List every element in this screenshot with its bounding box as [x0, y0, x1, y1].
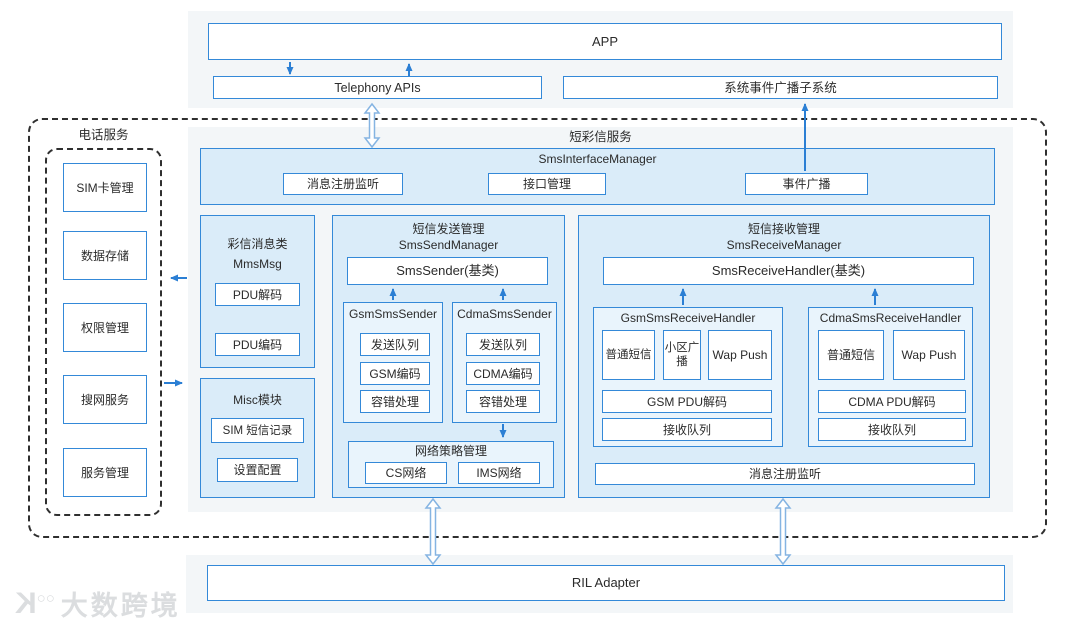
gsm-receive-queue-label: 接收队列	[662, 422, 711, 437]
gsm-send-queue-box: 发送队列	[360, 333, 430, 356]
sms-service-title: 短彩信服务	[569, 130, 632, 144]
event-subsystem-label: 系统事件广播子系统	[724, 80, 837, 95]
watermark: K○○ 大数跨境	[12, 584, 181, 623]
app-box: APP	[208, 23, 1002, 60]
gsm-fault-tolerance-label: 容错处理	[370, 394, 419, 409]
sms-sender-base-box: SmsSender(基类)	[347, 257, 548, 285]
gsm-receive-handler-title: GsmSmsReceiveHandler	[620, 311, 756, 325]
watermark-text: 大数跨境	[60, 591, 181, 621]
cdma-encode-label: CDMA编码	[473, 366, 533, 381]
cdma-sms-sender-title: CdmaSmsSender	[457, 307, 552, 321]
network-search-box: 搜网服务	[63, 375, 147, 424]
receive-msg-listener-box: 消息注册监听	[595, 463, 975, 485]
mms-module-title-cn: 彩信消息类	[227, 237, 288, 251]
data-storage-box: 数据存储	[63, 231, 147, 280]
ril-adapter-box: RIL Adapter	[207, 565, 1005, 601]
cdma-encode-box: CDMA编码	[466, 362, 540, 385]
mms-module-title-en: MmsMsg	[233, 257, 282, 271]
service-mgmt-box: 服务管理	[63, 448, 147, 497]
gsm-wap-push-label: Wap Push	[712, 348, 768, 362]
sms-receive-handler-base-box: SmsReceiveHandler(基类)	[603, 257, 974, 285]
pdu-decode-label: PDU解码	[232, 287, 283, 302]
event-subsystem-box: 系统事件广播子系统	[563, 76, 998, 99]
cdma-pdu-decode-label: CDMA PDU解码	[848, 394, 936, 409]
cs-network-box: CS网络	[365, 462, 447, 484]
sms-sender-base-label: SmsSender(基类)	[396, 263, 499, 278]
pdu-decode-box: PDU解码	[215, 283, 300, 306]
ims-network-label: IMS网络	[476, 466, 522, 480]
cdma-send-queue-label: 发送队列	[478, 337, 527, 352]
ril-adapter-label: RIL Adapter	[571, 575, 641, 590]
outer-dashed-frame	[28, 118, 1047, 538]
sms-receive-handler-base-label: SmsReceiveHandler(基类)	[711, 263, 866, 278]
sms-interface-manager-title: SmsInterfaceManager	[538, 152, 657, 166]
cdma-normal-sms-box: 普通短信	[818, 330, 884, 380]
cdma-receive-queue-box: 接收队列	[818, 418, 966, 441]
gsm-normal-sms-label: 普通短信	[605, 349, 652, 361]
gsm-normal-sms-box: 普通短信	[602, 330, 655, 380]
cdma-wap-push-label: Wap Push	[901, 348, 957, 362]
cs-network-label: CS网络	[385, 466, 427, 480]
settings-config-label: 设置配置	[233, 463, 282, 477]
cdma-wap-push-box: Wap Push	[893, 330, 965, 380]
cdma-fault-tolerance-box: 容错处理	[466, 390, 540, 413]
send-manager-title-en: SmsSendManager	[398, 238, 499, 252]
sim-card-mgmt-label: SIM卡管理	[76, 180, 134, 195]
misc-module-title: Misc模块	[233, 393, 282, 407]
gsm-wap-push-box: Wap Push	[708, 330, 772, 380]
cell-broadcast-label: 小区广播	[664, 342, 700, 368]
permission-mgmt-box: 权限管理	[63, 303, 147, 352]
sim-sms-record-label: SIM 短信记录	[222, 424, 293, 437]
sim-sms-record-box: SIM 短信记录	[211, 418, 304, 443]
cdma-send-queue-box: 发送队列	[466, 333, 540, 356]
watermark-logo-icon: K○○	[12, 586, 55, 620]
telephony-apis-label: Telephony APIs	[334, 80, 421, 95]
receive-manager-title-cn: 短信接收管理	[747, 222, 820, 236]
gsm-encode-box: GSM编码	[360, 362, 430, 385]
event-broadcast-label: 事件广播	[782, 177, 831, 191]
permission-mgmt-label: 权限管理	[80, 320, 129, 335]
gsm-sms-sender-title: GsmSmsSender	[348, 307, 438, 321]
settings-config-box: 设置配置	[217, 458, 298, 482]
pdu-encode-label: PDU编码	[232, 337, 283, 352]
interface-mgmt-box: 接口管理	[488, 173, 606, 195]
network-policy-title: 网络策略管理	[414, 444, 487, 458]
cdma-fault-tolerance-label: 容错处理	[478, 394, 527, 409]
cdma-receive-queue-label: 接收队列	[867, 422, 916, 437]
cdma-normal-sms-label: 普通短信	[826, 348, 875, 362]
gsm-pdu-decode-box: GSM PDU解码	[602, 390, 772, 413]
event-broadcast-box: 事件广播	[745, 173, 868, 195]
cdma-pdu-decode-box: CDMA PDU解码	[818, 390, 966, 413]
gsm-send-queue-label: 发送队列	[370, 337, 419, 352]
msg-register-listener-box: 消息注册监听	[283, 173, 403, 195]
receive-msg-listener-label: 消息注册监听	[748, 467, 821, 481]
service-mgmt-label: 服务管理	[80, 465, 129, 480]
telephony-service-panel	[45, 148, 162, 516]
telephony-apis-box: Telephony APIs	[213, 76, 542, 99]
cdma-receive-handler-title: CdmaSmsReceiveHandler	[819, 311, 962, 325]
app-label: APP	[591, 33, 618, 49]
msg-register-listener-label: 消息注册监听	[306, 177, 379, 191]
gsm-pdu-decode-label: GSM PDU解码	[646, 394, 727, 409]
interface-mgmt-label: 接口管理	[522, 177, 571, 191]
gsm-encode-label: GSM编码	[369, 366, 421, 381]
sim-card-mgmt-box: SIM卡管理	[63, 163, 147, 212]
ims-network-box: IMS网络	[458, 462, 540, 484]
gsm-fault-tolerance-box: 容错处理	[360, 390, 430, 413]
gsm-receive-queue-box: 接收队列	[602, 418, 772, 441]
send-manager-title-cn: 短信发送管理	[412, 222, 485, 236]
data-storage-label: 数据存储	[80, 248, 129, 263]
receive-manager-title-en: SmsReceiveManager	[726, 238, 842, 252]
cell-broadcast-box: 小区广播	[663, 330, 701, 380]
pdu-encode-box: PDU编码	[215, 333, 300, 356]
network-search-label: 搜网服务	[80, 392, 129, 407]
telephony-service-title: 电话服务	[78, 128, 129, 142]
